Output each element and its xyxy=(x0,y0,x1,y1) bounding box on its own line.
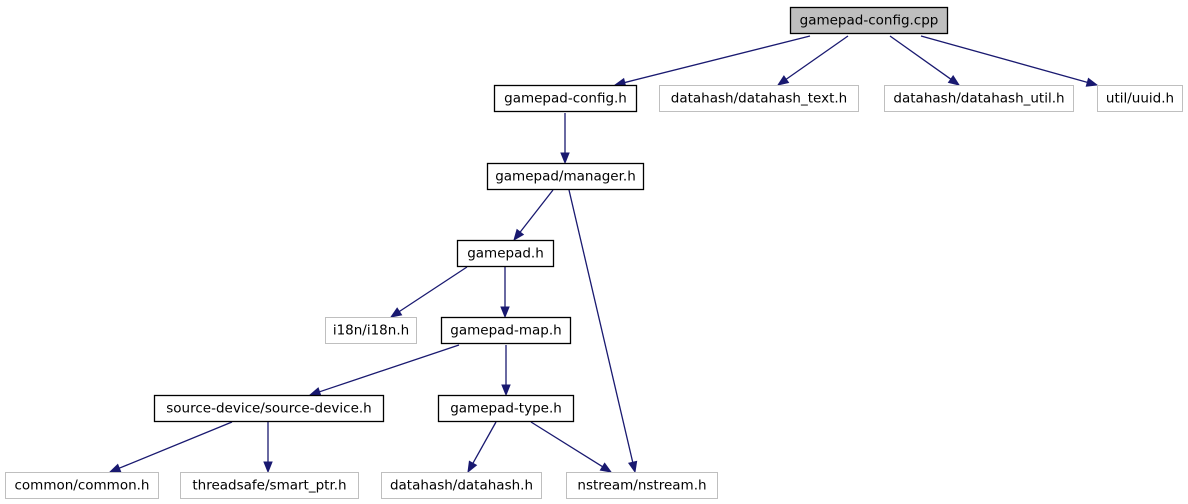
node-source-device-h[interactable]: source-device/source-device.h xyxy=(153,394,385,423)
dependency-edge xyxy=(920,35,1099,87)
dependency-edge xyxy=(500,267,510,319)
arrow-head-icon xyxy=(560,152,570,165)
arrow-head-icon xyxy=(599,462,613,473)
node-label: gamepad/manager.h xyxy=(495,169,636,185)
node-box xyxy=(456,239,555,268)
node-gamepad-config-h[interactable]: gamepad-config.h xyxy=(493,84,638,113)
dependency-edge xyxy=(560,113,570,165)
arrow-head-icon xyxy=(500,306,510,319)
edge-line xyxy=(519,189,554,233)
node-label: datahash/datahash_text.h xyxy=(671,91,847,107)
node-label: gamepad.h xyxy=(467,246,544,262)
node-datahash-text-h: datahash/datahash_text.h xyxy=(659,85,859,112)
node-box xyxy=(493,84,638,113)
edges-layer xyxy=(108,35,1099,474)
node-label: gamepad-type.h xyxy=(450,401,562,417)
arrow-head-icon xyxy=(308,387,322,397)
dependency-edge xyxy=(613,35,811,88)
dependency-edge xyxy=(108,421,233,473)
arrow-head-icon xyxy=(1085,77,1099,87)
dependency-edge xyxy=(308,344,460,397)
arrow-head-icon xyxy=(513,228,525,242)
dependency-edge xyxy=(776,35,849,86)
node-box xyxy=(180,472,359,499)
node-util-uuid-h: util/uuid.h xyxy=(1097,85,1183,112)
node-box xyxy=(884,85,1074,112)
dependency-edge xyxy=(263,422,273,474)
arrow-head-icon xyxy=(947,75,961,86)
node-gamepad-h[interactable]: gamepad.h xyxy=(456,239,555,268)
node-gamepad-config-cpp[interactable]: gamepad-config.cpp xyxy=(789,6,949,35)
node-label: gamepad-map.h xyxy=(450,323,561,339)
edge-line xyxy=(398,266,468,313)
arrow-head-icon xyxy=(467,460,478,474)
node-box xyxy=(325,317,417,344)
node-gamepad-type-h[interactable]: gamepad-type.h xyxy=(437,394,575,423)
dependency-edge xyxy=(501,345,511,397)
node-box xyxy=(381,472,542,499)
node-label: datahash/datahash_util.h xyxy=(893,91,1064,107)
dependency-edge xyxy=(889,35,961,86)
node-label: datahash/datahash.h xyxy=(390,478,533,494)
node-nstream-h: nstream/nstream.h xyxy=(566,472,718,499)
node-i18n-h: i18n/i18n.h xyxy=(325,317,417,344)
arrow-head-icon xyxy=(776,75,790,86)
nodes-layer: gamepad-config.cpp gamepad-config.h dataha… xyxy=(5,6,1183,499)
node-common-h: common/common.h xyxy=(5,472,159,499)
node-label: common/common.h xyxy=(15,478,150,494)
arrow-head-icon xyxy=(263,461,273,474)
node-box xyxy=(5,472,159,499)
node-box xyxy=(1097,85,1183,112)
arrow-head-icon xyxy=(108,463,122,473)
node-label: i18n/i18n.h xyxy=(333,323,409,339)
edge-line xyxy=(319,344,460,393)
node-box xyxy=(659,85,859,112)
dependency-edge xyxy=(389,266,468,318)
node-box xyxy=(486,162,645,191)
node-box xyxy=(566,472,718,499)
edge-line xyxy=(530,421,603,468)
node-label: nstream/nstream.h xyxy=(577,478,706,494)
node-smart-ptr-h: threadsafe/smart_ptr.h xyxy=(180,472,359,499)
arrow-head-icon xyxy=(389,307,403,318)
node-box xyxy=(153,394,385,423)
edge-line xyxy=(889,35,952,80)
node-label: gamepad-config.cpp xyxy=(800,13,939,29)
edge-line xyxy=(920,35,1088,83)
node-label: gamepad-config.h xyxy=(504,91,627,107)
node-gamepad-map-h[interactable]: gamepad-map.h xyxy=(440,316,572,345)
node-box xyxy=(789,6,949,35)
node-box xyxy=(437,394,575,423)
edge-line xyxy=(472,421,497,464)
node-label: util/uuid.h xyxy=(1106,91,1174,107)
edge-line xyxy=(785,35,849,80)
arrow-head-icon xyxy=(627,460,638,474)
node-datahash-h: datahash/datahash.h xyxy=(381,472,542,499)
dependency-edge xyxy=(467,421,497,474)
edge-line xyxy=(624,35,811,84)
node-gamepad-manager-h[interactable]: gamepad/manager.h xyxy=(486,162,645,191)
edge-line xyxy=(119,421,233,469)
edge-line xyxy=(568,189,634,463)
arrow-head-icon xyxy=(501,384,511,397)
dependency-edge xyxy=(530,421,613,473)
node-box xyxy=(440,316,572,345)
node-datahash-util-h: datahash/datahash_util.h xyxy=(884,85,1074,112)
dependency-edge xyxy=(513,189,554,242)
node-label: source-device/source-device.h xyxy=(166,401,372,417)
dependency-edge xyxy=(568,189,638,474)
node-label: threadsafe/smart_ptr.h xyxy=(192,478,346,494)
